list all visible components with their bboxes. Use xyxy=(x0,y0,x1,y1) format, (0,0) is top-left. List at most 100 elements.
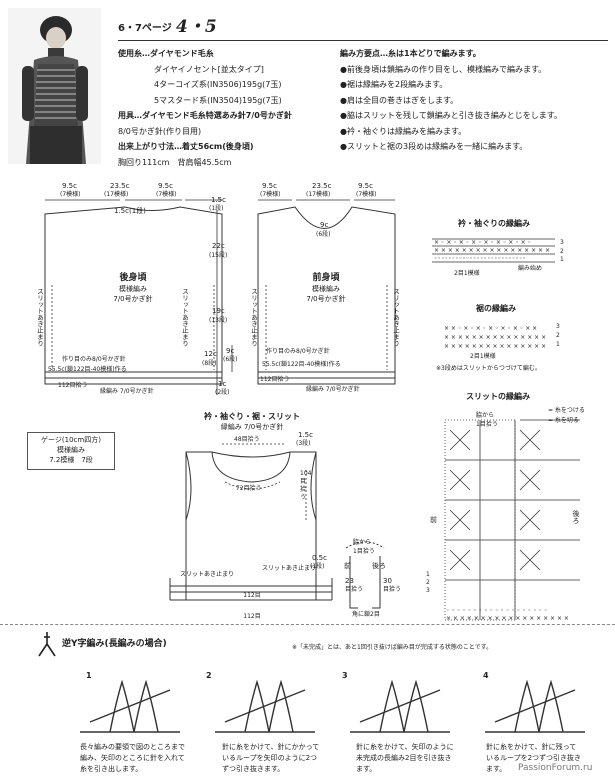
collar-chart-title: 衿・袖ぐりの縁編み xyxy=(458,219,530,228)
caption-line: ます。 xyxy=(356,765,377,773)
svg-text:× × ◦ × ◦ × ◦ × ◦ × ◦ × ◦ × ×: × × ◦ × ◦ × ◦ × ◦ × ◦ × ◦ × × xyxy=(444,325,537,332)
spec-line: 5マスタード系(IN3504)195g(7玉) xyxy=(154,95,282,105)
mid-dim: (2段) xyxy=(215,389,230,396)
front-dim: (7模様) xyxy=(260,191,281,198)
front-dim: (7模様) xyxy=(356,191,377,198)
corner-from: 脇から xyxy=(353,539,372,546)
caption-line: ます。 xyxy=(486,765,507,773)
note-line: 編み方要点…糸は1本どりで編みます。 xyxy=(340,49,481,58)
hem-rep: 2目1模様 xyxy=(470,353,496,360)
slit-from: 脇から xyxy=(476,412,495,419)
corner-back: 後ろ xyxy=(372,562,386,570)
svg-text:× × × × × × × × × × × × × × ×: × × × × × × × × × × × × × × × xyxy=(444,343,546,350)
finish-edge-side: (1段) xyxy=(310,563,325,570)
note-line: ●衿・袖ぐりは縁編みを編みます。 xyxy=(340,126,467,136)
materials-spec: 使用糸…ダイヤモンド毛糸 ダイヤイノセント[並太タイプ] 4ターコイズ系(IN3… xyxy=(118,46,292,170)
svg-text:× × × × × × × × × × × × × × ×: × × × × × × × × × × × × × × × × × xyxy=(434,247,550,254)
finish-neck-front: 72目拾う xyxy=(236,485,262,492)
finish-slit-right: スリットあき止まり xyxy=(262,565,317,572)
collar-rep: 2目1模様 xyxy=(454,270,480,277)
reverse-y-symbol-icon xyxy=(38,632,56,657)
back-cast-on-note: 作り目のみ8/0号かぎ針 xyxy=(62,356,126,363)
back-dim: 23.5c xyxy=(110,182,130,190)
front-slit-left: スリットあき止まり xyxy=(249,288,258,347)
mid-dim: 9c xyxy=(226,347,235,355)
back-cast-on: 55.5c(鎖122目-40模様)作る xyxy=(48,366,127,373)
hem-row: 3 xyxy=(556,323,560,330)
step-caption: 針に糸をかけて、矢印のように 未完成の長編み2目を引き抜き ます。 xyxy=(356,742,454,775)
watermark: PassionForum.ru xyxy=(518,763,593,773)
front-cast-on: 55.5c(鎖122目-40模様)作る xyxy=(262,361,341,368)
note-line: ●前後身頃は鎖編みの作り目をし、模様編みで編みます。 xyxy=(340,64,547,74)
back-sub: 模様編み xyxy=(119,285,147,293)
corner-front: 前 xyxy=(344,562,351,570)
back-dim: 9.5c xyxy=(62,182,77,190)
caption-line: 針に糸をかけて、針に残って xyxy=(486,743,577,751)
technique-band xyxy=(0,624,615,778)
front-edge: 縁編み 7/0号かぎ針 xyxy=(306,386,360,393)
front-dim: (17模様) xyxy=(306,191,331,198)
mid-dim: 1.5c xyxy=(211,196,226,204)
finish-slit-left: スリットあき止まり xyxy=(180,571,235,578)
model-photo xyxy=(8,8,101,164)
slit-back: 後ろ xyxy=(572,510,580,524)
note-line: ●肩は全目の巻きはぎをします。 xyxy=(340,95,459,105)
svg-text:× ◦ × ◦ × ◦ × ◦ × ◦ × ◦ × ◦ ×: × ◦ × ◦ × ◦ × ◦ × ◦ × ◦ × ◦ × ◦ xyxy=(434,239,531,246)
step-caption: 長々編みの要領で図のところまで 編み、矢印のところに針を入れて 糸を引き出します… xyxy=(80,742,185,775)
note-line: ●脇はスリットを残して鎖編みと引き抜き編みとじをします。 xyxy=(340,111,562,120)
front-slit-right: スリットあき止まり xyxy=(391,288,400,347)
spec-line: 使用糸…ダイヤモンド毛糸 xyxy=(118,49,214,58)
front-neck-dim: (6段) xyxy=(316,231,331,238)
gauge-line: 模様編み xyxy=(57,446,85,454)
collar-start: 編み始め xyxy=(518,265,543,272)
front-sub: 7/0号かぎ針 xyxy=(306,295,346,303)
mid-dim: 22c xyxy=(212,242,225,250)
header-rule xyxy=(118,40,608,41)
gauge-line: 7.2模様 7段 xyxy=(49,456,93,464)
finish-title: 衿・袖ぐり・裾・スリット xyxy=(204,412,300,421)
collar-row: 2 xyxy=(560,248,564,255)
back-dim: (17模様) xyxy=(104,191,129,198)
front-title: 前身頃 xyxy=(312,273,340,283)
caption-line: いるループを矢印のように2つ xyxy=(222,754,318,762)
spec-line: ダイヤイノセント[並太タイプ] xyxy=(154,64,264,74)
instructions-notes: 編み方要点…糸は1本どりで編みます。 ●前後身頃は鎖編みの作り目をし、模様編みで… xyxy=(340,46,562,155)
slit-row: 1 xyxy=(426,571,430,578)
slit-from: 1目拾う xyxy=(476,421,498,428)
corner-note: 角に鎖2目 xyxy=(352,611,380,618)
finish-sub: 縁編み 7/0号かぎ針 xyxy=(220,423,284,431)
step-number: 1 xyxy=(86,671,92,680)
corner-from: 1目拾う xyxy=(353,548,375,555)
front-neck-dim: 9c xyxy=(320,221,329,229)
finish-edge-top: (3段) xyxy=(296,440,311,447)
finish-hem-count: 112目 xyxy=(243,613,261,620)
gauge-line: ゲージ(10cm四方) xyxy=(41,436,101,444)
mid-dim: (1段) xyxy=(209,205,224,212)
collar-row: 1 xyxy=(560,256,564,263)
technique-note: ※「未完成」とは、あと1回引き抜けば編み目が完成する状態のことです。 xyxy=(292,644,493,651)
hem-row: 1 xyxy=(556,341,560,348)
mid-dim: (8段) xyxy=(202,360,217,367)
slit-row: 2 xyxy=(426,579,430,586)
svg-text:× × × × × × × × × × × × × × ×: × × × × × × × × × × × × × × × xyxy=(444,334,546,341)
caption-line: 針に糸をかけて、矢印のように xyxy=(356,743,454,751)
back-edge: 縁編み 7/0号かぎ針 xyxy=(100,388,154,395)
caption-line: 長々編みの要領で図のところまで xyxy=(80,743,185,751)
caption-line: 糸を引き出します。 xyxy=(80,765,143,773)
step-caption: 針に糸をかけて、針にかかって いるループを矢印のように2つ ずつ引き抜きます。 xyxy=(222,742,319,775)
model-photo-drawing xyxy=(8,8,101,164)
back-title: 後身頃 xyxy=(119,273,147,283)
back-neck-dim: 1.5c(1段) xyxy=(114,207,146,215)
caption-line: ずつ引き抜きます。 xyxy=(222,765,285,773)
front-sub: 模様編み xyxy=(312,285,340,293)
finish-edge-side: 0.5c xyxy=(312,554,327,562)
svg-text:◦◦◦◦◦◦◦◦◦◦◦◦◦◦◦◦◦◦◦◦◦◦◦◦◦◦: ◦◦◦◦◦◦◦◦◦◦◦◦◦◦◦◦◦◦◦◦◦◦◦◦◦◦ xyxy=(434,255,526,262)
step-number: 4 xyxy=(483,671,489,680)
back-dim: (7模様) xyxy=(156,191,177,198)
finish-hem-count: 112目 xyxy=(243,592,261,599)
mid-dim: 19c xyxy=(212,307,225,315)
back-edge-count: 112目拾う xyxy=(58,382,88,389)
corner-count: 目拾う xyxy=(345,586,364,593)
svg-text:× × × × × × × × × × × × × × ×: × × × × × × × × × × × × × × × × × × xyxy=(446,615,569,622)
